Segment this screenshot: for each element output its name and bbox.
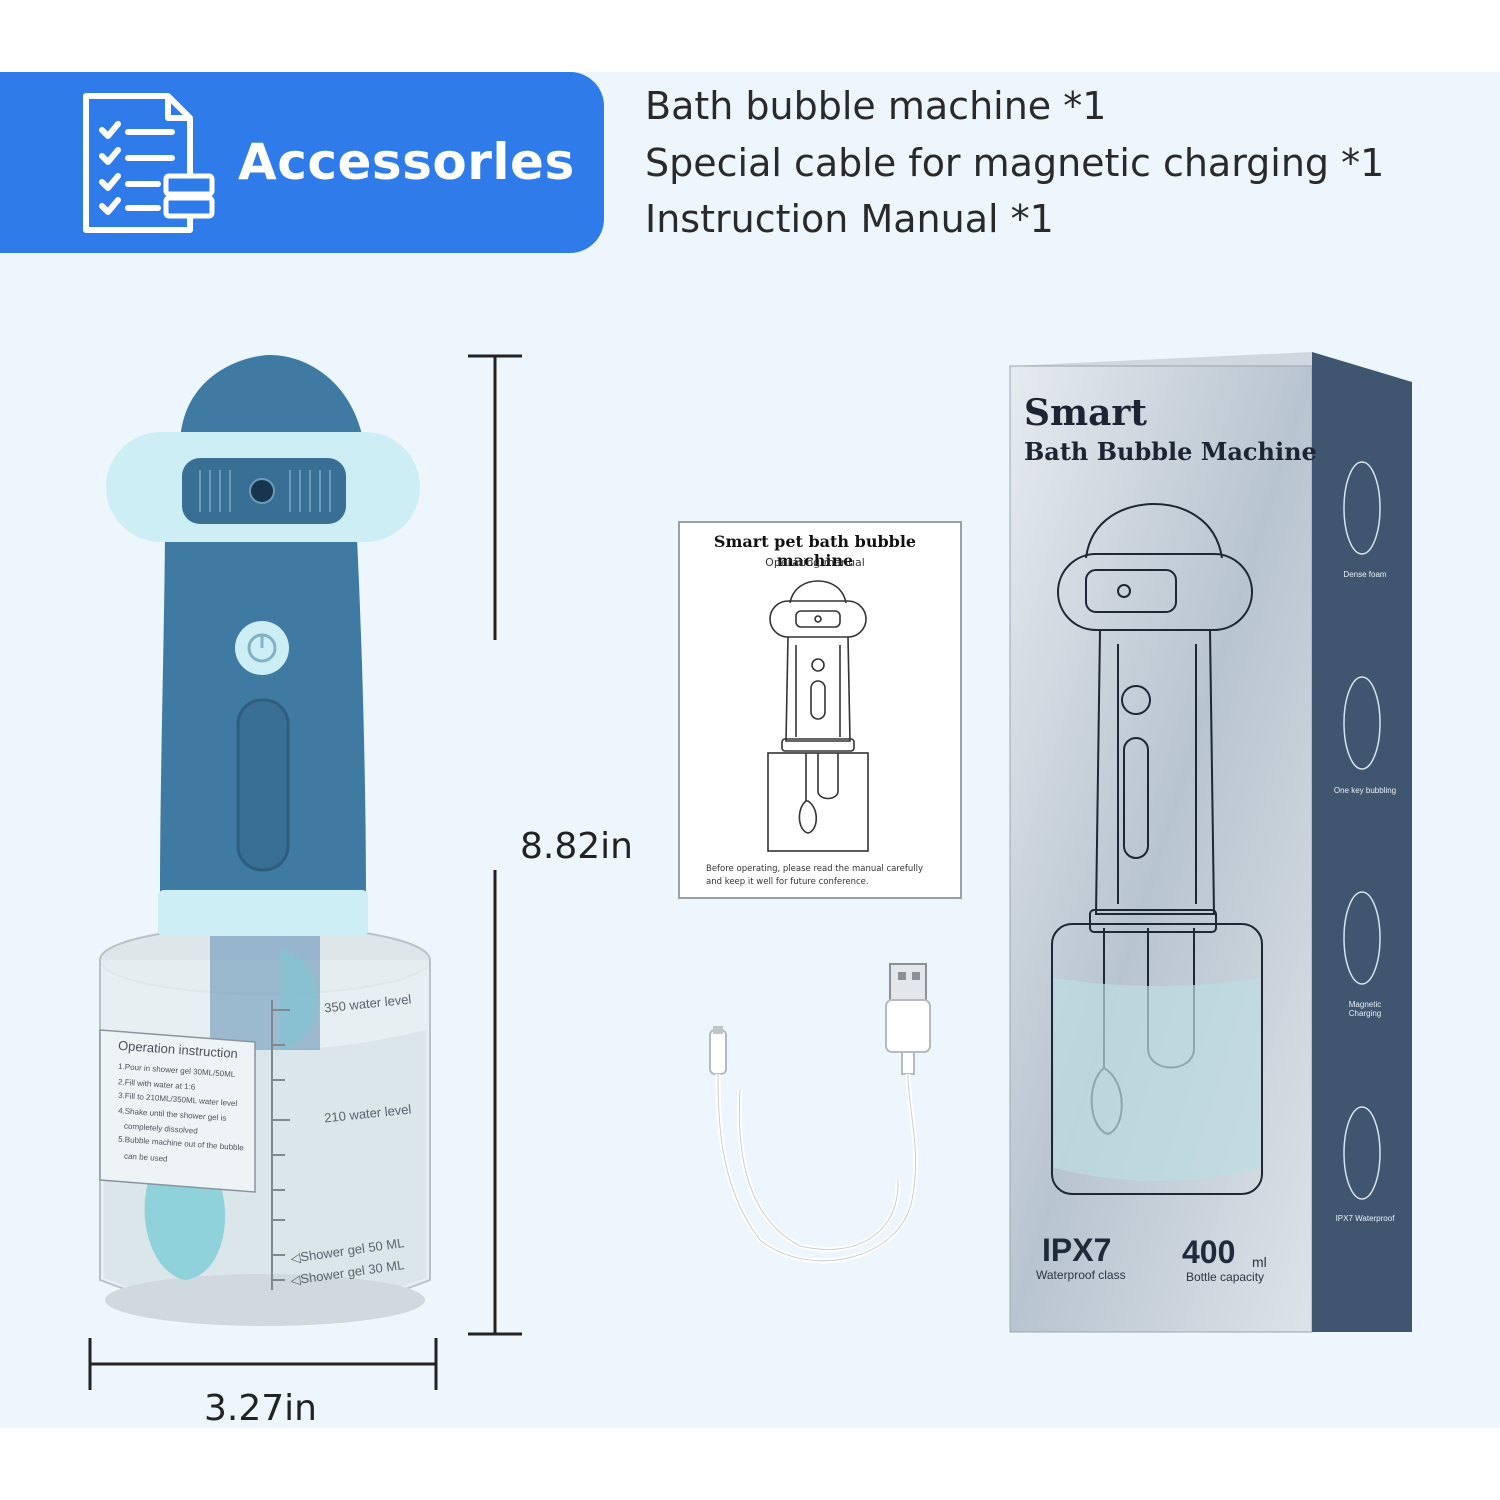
box-title-product: Bath Bubble Machine xyxy=(1024,437,1317,466)
box-feature-4: IPX7 Waterproof xyxy=(1335,1214,1395,1223)
bubble-machine-image xyxy=(99,355,431,1326)
box-spec-capacity: 400 xyxy=(1182,1234,1236,1270)
manual-footer: Before operating, please read the manual… xyxy=(706,864,924,887)
accessories-title: Accessorles xyxy=(238,133,575,191)
product-box-image xyxy=(1009,352,1412,1333)
width-dimension-line xyxy=(88,1338,438,1390)
height-dimension-line-lower xyxy=(468,870,522,1336)
accessory-item-1: Bath bubble machine *1 xyxy=(645,84,1107,128)
height-label: 8.82in xyxy=(520,826,633,867)
accessories-banner xyxy=(0,72,604,253)
accessory-item-3: Instruction Manual *1 xyxy=(645,197,1054,241)
checklist-icon xyxy=(83,93,215,233)
box-feature-1: Dense foam xyxy=(1343,570,1387,579)
box-spec-ipx7: IPX7 xyxy=(1042,1232,1112,1268)
box-spec-capacity-label: Bottle capacity xyxy=(1186,1270,1265,1284)
box-spec-capacity-unit: ml xyxy=(1252,1254,1267,1270)
charging-cable-image xyxy=(709,963,931,1264)
instruction-manual-image xyxy=(678,521,962,899)
manual-subtitle: Operating manual xyxy=(765,556,865,569)
box-title-smart: Smart xyxy=(1024,392,1148,434)
width-label: 3.27in xyxy=(204,1388,317,1429)
height-dimension-line xyxy=(468,354,522,640)
box-feature-2: One key bubbling xyxy=(1333,786,1397,795)
manual-title: Smart pet bath bubble machine xyxy=(713,532,917,570)
box-feature-3: Magnetic Charging xyxy=(1348,1000,1382,1018)
accessory-item-2: Special cable for magnetic charging *1 xyxy=(645,141,1385,185)
box-spec-ipx7-label: Waterproof class xyxy=(1036,1268,1126,1282)
